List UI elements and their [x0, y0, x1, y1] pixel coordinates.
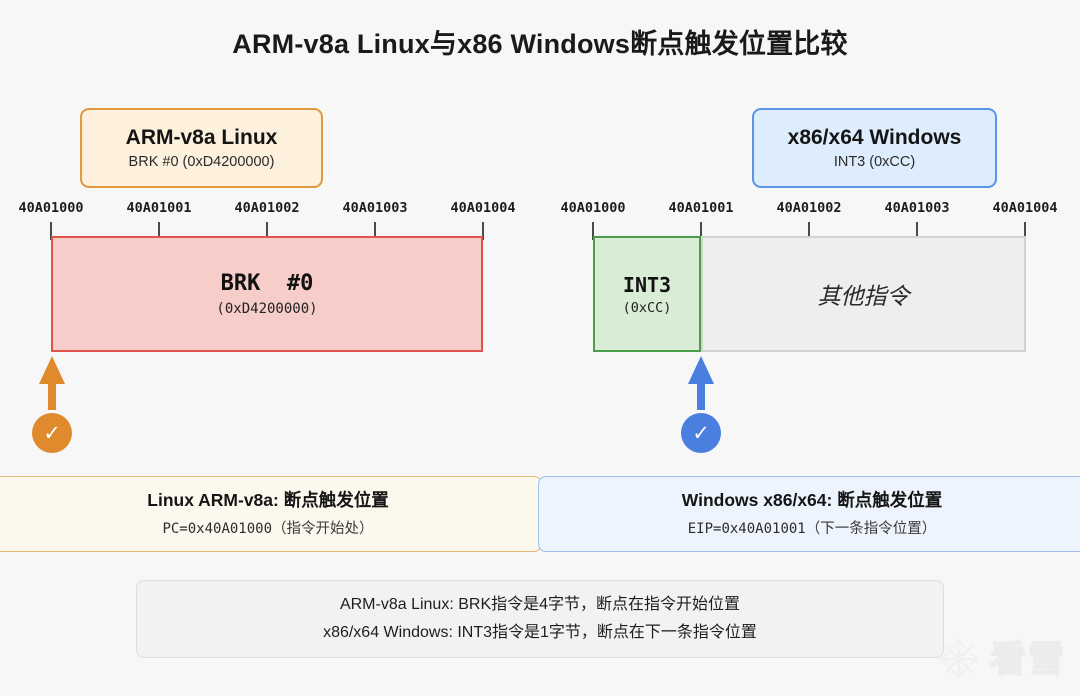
- result-windows-note: （下一条指令位置）: [805, 521, 937, 538]
- platform-card-x86-instruction: INT3 (0xCC): [833, 154, 916, 171]
- result-panel-windows: Windows x86/x64: 断点触发位置 EIP=0x40A01001（下…: [538, 476, 1080, 552]
- address-label: 40A01004: [992, 200, 1058, 216]
- ruler-tick: [50, 222, 52, 240]
- ruler-tick: [158, 222, 160, 240]
- ruler-tick: [482, 222, 484, 240]
- platform-card-arm-title: ARM-v8a Linux: [125, 125, 278, 149]
- ruler-tick: [916, 222, 918, 240]
- ruler-tick: [592, 222, 594, 240]
- ruler-tick: [808, 222, 810, 240]
- check-icon: ✓: [43, 421, 61, 445]
- pointer-arrow-arm: [39, 356, 65, 410]
- result-panel-linux-detail: PC=0x40A01000（指令开始处）: [162, 519, 373, 540]
- ruler-tick: [1024, 222, 1026, 240]
- platform-card-arm-instruction: BRK #0 (0xD4200000): [128, 154, 275, 171]
- result-linux-note: （指令开始处）: [272, 521, 374, 538]
- memory-block-int3-opcode: INT3: [622, 272, 672, 297]
- summary-box: ARM-v8a Linux: BRK指令是4字节，断点在指令开始位置 x86/x…: [136, 580, 944, 658]
- address-ruler-left: 40A01000 40A01001 40A01002 40A01003 40A0…: [0, 200, 540, 242]
- watermark-text: 看雪: [989, 638, 1066, 679]
- address-label: 40A01002: [776, 200, 842, 216]
- address-label: 40A01000: [18, 200, 84, 216]
- memory-block-brk-encoding: (0xD4200000): [216, 301, 318, 317]
- result-windows-register: EIP=0x40A01001: [687, 521, 806, 538]
- watermark: 看雪: [936, 636, 1066, 682]
- result-panel-windows-title: Windows x86/x64: 断点触发位置: [681, 489, 943, 510]
- pointer-arrow-x86: [688, 356, 714, 410]
- memory-block-other-instructions: 其他指令: [701, 236, 1026, 352]
- result-panel-linux-title: Linux ARM-v8a: 断点触发位置: [147, 489, 389, 510]
- address-label: 40A01003: [342, 200, 408, 216]
- memory-block-brk-opcode: BRK #0: [220, 271, 314, 296]
- address-label: 40A01003: [884, 200, 950, 216]
- ruler-tick: [700, 222, 702, 240]
- address-label: 40A01001: [126, 200, 192, 216]
- memory-block-other-label: 其他指令: [817, 284, 910, 310]
- breakpoint-marker-arm: ✓: [32, 413, 72, 453]
- result-panel-linux: Linux ARM-v8a: 断点触发位置 PC=0x40A01000（指令开始…: [0, 476, 542, 552]
- platform-card-x86-title: x86/x64 Windows: [787, 125, 962, 149]
- result-linux-register: PC=0x40A01000: [162, 521, 273, 538]
- breakpoint-marker-x86: ✓: [681, 413, 721, 453]
- result-panel-windows-detail: EIP=0x40A01001（下一条指令位置）: [688, 519, 937, 540]
- platform-card-x86: x86/x64 Windows INT3 (0xCC): [752, 108, 997, 188]
- check-icon: ✓: [692, 421, 710, 445]
- memory-block-int3: INT3 (0xCC): [593, 236, 701, 352]
- ruler-tick: [374, 222, 376, 240]
- page-title: ARM-v8a Linux与x86 Windows断点触发位置比较: [232, 29, 848, 59]
- memory-block-int3-encoding: (0xCC): [622, 299, 672, 316]
- address-ruler-right: 40A01000 40A01001 40A01002 40A01003 40A0…: [0, 200, 1080, 242]
- address-label: 40A01002: [234, 200, 300, 216]
- address-label: 40A01001: [668, 200, 734, 216]
- summary-line-2: x86/x64 Windows: INT3指令是1字节，断点在下一条指令位置: [323, 624, 757, 641]
- ruler-tick: [266, 222, 268, 240]
- address-label: 40A01000: [560, 200, 626, 216]
- platform-card-arm: ARM-v8a Linux BRK #0 (0xD4200000): [80, 108, 323, 188]
- address-label: 40A01004: [450, 200, 516, 216]
- memory-block-brk: BRK #0 (0xD4200000): [51, 236, 483, 352]
- summary-line-1: ARM-v8a Linux: BRK指令是4字节，断点在指令开始位置: [339, 596, 741, 614]
